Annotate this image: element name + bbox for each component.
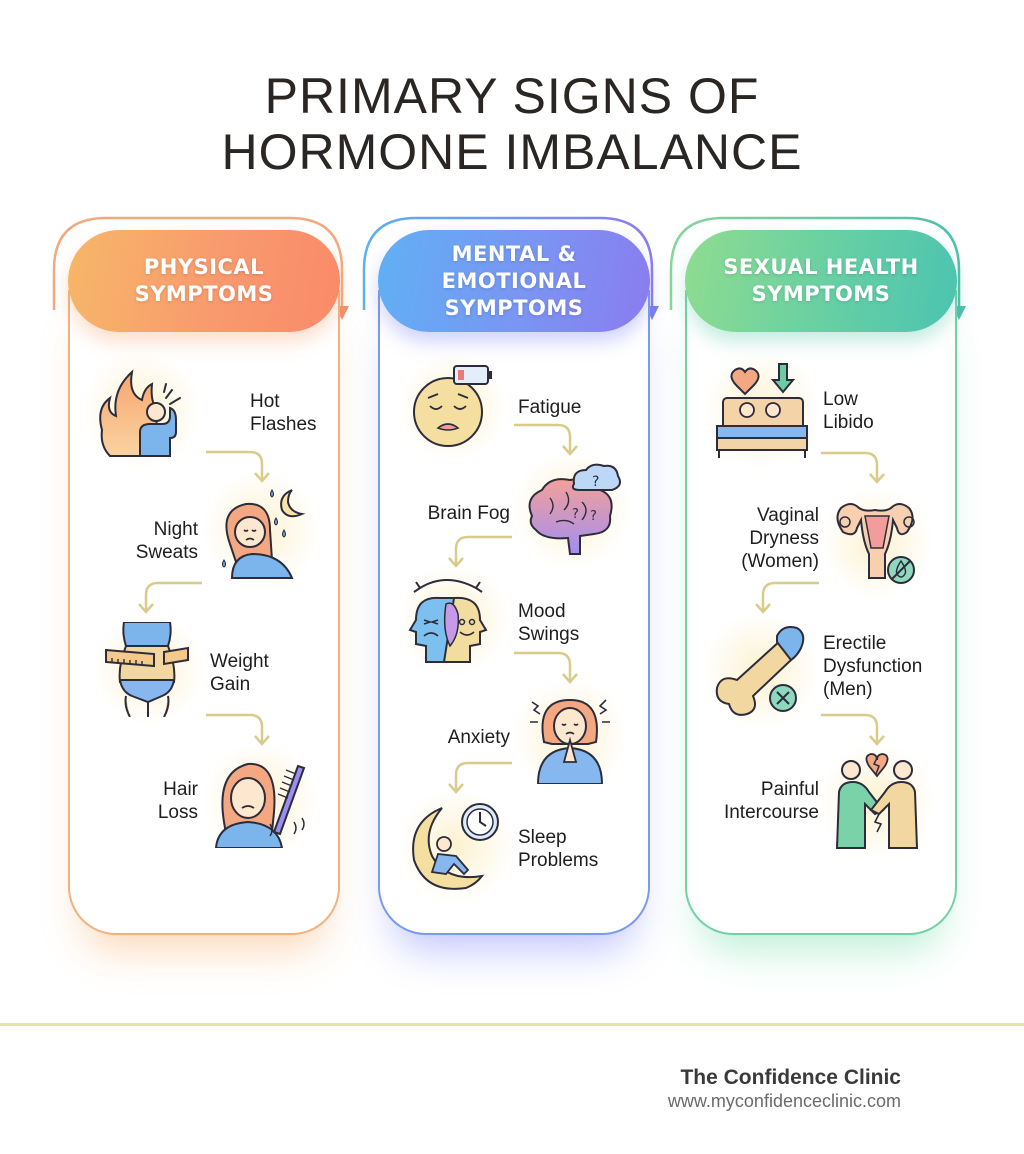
label-painful-intercourse: Painful Intercourse — [723, 779, 819, 823]
page-title: PRIMARY SIGNS OF HORMONE IMBALANCE — [0, 68, 1024, 180]
hot-flash-fire-person-icon — [82, 350, 202, 470]
label-brain-fog: Brain Fog — [427, 503, 510, 524]
label-sleep-problems: Sleep Problems — [518, 827, 599, 871]
label-hot-flashes: Hot Flashes — [250, 391, 317, 435]
svg-text:?: ? — [590, 509, 597, 524]
svg-text:?: ? — [592, 474, 599, 490]
label-night-sweats: Night Sweats — [135, 519, 198, 563]
svg-text:?: ? — [572, 507, 579, 522]
label-anxiety: Anxiety — [447, 727, 510, 748]
title-line-2: HORMONE IMBALANCE — [221, 124, 803, 180]
flow-arrow-icon — [755, 581, 819, 614]
clinic-name: The Confidence Clinic — [680, 1066, 901, 1089]
couple-bed-heart-down-icon — [703, 350, 821, 470]
couple-broken-heart-icon — [819, 742, 935, 860]
label-weight-gain: Weight Gain — [210, 651, 269, 695]
moon-clock-sleep-icon — [396, 788, 516, 904]
column-mental-emotional-symptoms: MENTAL & EMOTIONAL SYMPTOMS Fatigue Brai… — [350, 0, 659, 1154]
label-mood-swings: Mood Swings — [518, 601, 580, 645]
footer-divider — [0, 1023, 1024, 1026]
header-mental-emotional-symptoms: MENTAL & EMOTIONAL SYMPTOMS — [378, 230, 650, 332]
anxious-woman-icon — [512, 678, 628, 794]
column-sexual-health-symptoms: SEXUAL HEALTH SYMPTOMS Low Libido — [657, 0, 966, 1154]
clinic-website-link[interactable]: www.myconfidenceclinic.com — [667, 1091, 901, 1111]
brain-cloud-question-icon: ? ? ? — [510, 452, 634, 568]
two-faces-mood-icon — [396, 564, 512, 676]
column-physical-symptoms: PHYSICAL SYMPTOMS Hot Flashes Night Swea… — [40, 0, 349, 1154]
night-sweats-woman-moon-icon — [202, 470, 320, 590]
erectile-x-icon — [701, 612, 821, 730]
label-hair-loss: Hair Loss — [157, 779, 198, 823]
label-erectile-dysfunction: Erectile Dysfunction (Men) — [823, 633, 923, 700]
label-low-libido: Low Libido — [823, 389, 874, 433]
tired-face-low-battery-icon — [398, 352, 508, 462]
uterus-no-drop-icon — [819, 488, 935, 598]
label-fatigue: Fatigue — [518, 397, 582, 418]
title-line-1: PRIMARY SIGNS OF — [264, 68, 760, 124]
flow-arrow-icon — [821, 451, 885, 484]
flow-arrow-icon — [138, 581, 202, 614]
hair-loss-comb-icon — [202, 742, 320, 858]
header-physical-symptoms: PHYSICAL SYMPTOMS — [68, 230, 340, 332]
waist-measuring-tape-icon — [94, 612, 204, 727]
header-sexual-health-symptoms: SEXUAL HEALTH SYMPTOMS — [685, 230, 957, 332]
label-vaginal-dryness: Vaginal Dryness (Women) — [741, 505, 819, 572]
